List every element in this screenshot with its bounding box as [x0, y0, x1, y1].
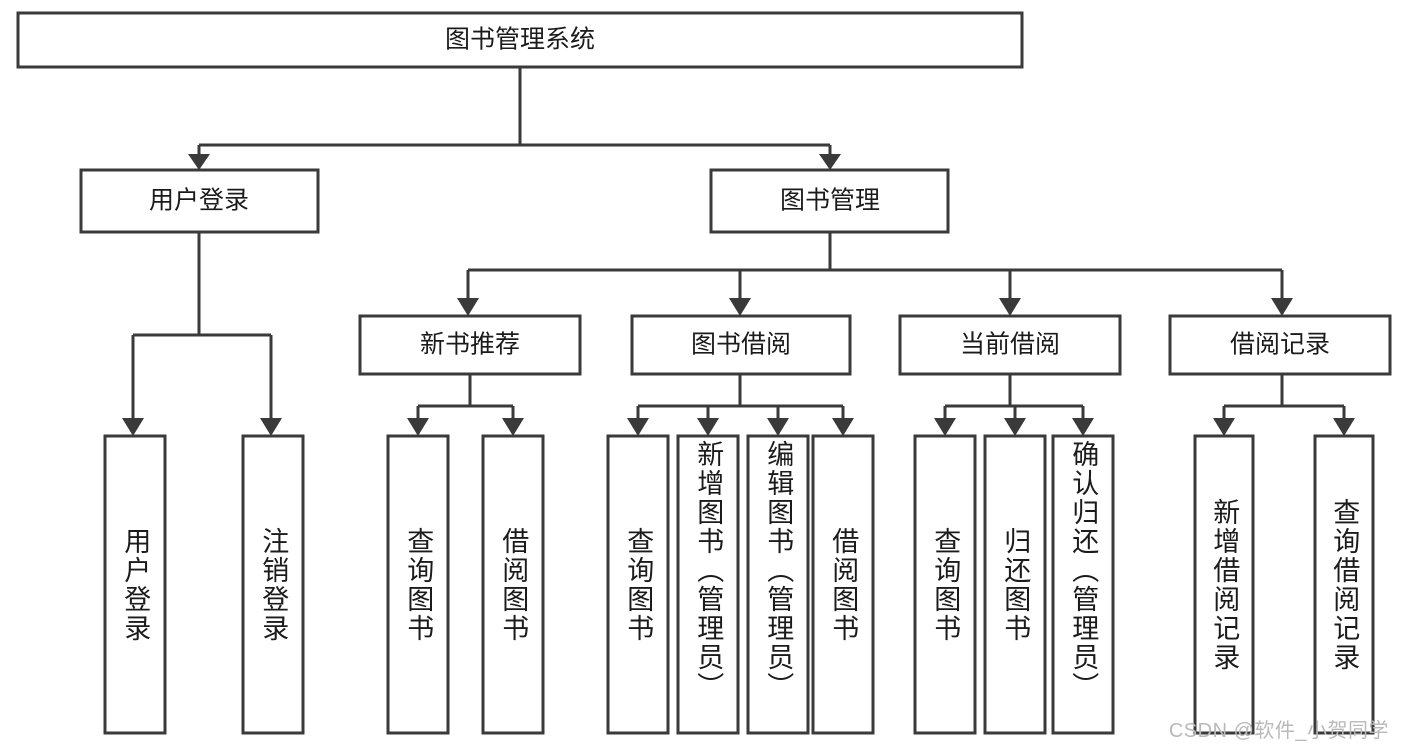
arrowhead-user-login-leaf2	[260, 418, 282, 436]
node-borrow-record-label: 借阅记录	[1230, 331, 1330, 359]
leaf-box-query-book-current[interactable]	[913, 434, 977, 735]
node-current-borrow[interactable]: 当前借阅	[898, 314, 1122, 376]
leaf-box-user-login[interactable]	[103, 434, 167, 735]
arrowhead-borrow-book	[729, 298, 751, 316]
node-current-borrow-box[interactable]	[898, 314, 1122, 376]
node-new-book-recommend-box[interactable]	[358, 314, 582, 376]
leaf-box-borrow-book[interactable]	[811, 434, 875, 735]
csdn-watermark: CSDN @软件_小贺同学	[1168, 720, 1389, 742]
node-borrow-record[interactable]: 借阅记录	[1168, 314, 1392, 376]
leaf-box-query-book-borrow[interactable]	[606, 434, 670, 735]
arrowhead-new-book	[457, 298, 479, 316]
node-root[interactable]: 图书管理系统	[16, 11, 1024, 69]
leaf-box-add-borrow-record[interactable]	[1193, 434, 1255, 735]
arrowhead-user-login	[188, 154, 210, 170]
arrowhead-borrow-record-leaf2	[1333, 418, 1355, 436]
node-root-box[interactable]	[16, 11, 1024, 69]
node-book-borrow-box[interactable]	[630, 314, 852, 376]
arrowhead-current-borrow-leaf1	[934, 418, 956, 436]
leaf-box-query-book-new[interactable]	[386, 434, 450, 735]
arrowhead-current-borrow-leaf3	[1072, 418, 1094, 436]
leaf-box-return-book[interactable]	[983, 434, 1047, 735]
arrowhead-borrow-book-leaf3	[767, 418, 789, 436]
node-user-login[interactable]: 用户登录	[79, 168, 320, 234]
node-book-management[interactable]: 图书管理	[709, 168, 950, 234]
leaf-box-edit-book-admin[interactable]	[746, 434, 810, 735]
arrowhead-borrow-book-leaf4	[832, 418, 854, 436]
node-borrow-record-box[interactable]	[1168, 314, 1392, 376]
arrowhead-current-borrow	[999, 298, 1021, 316]
node-current-borrow-label: 当前借阅	[960, 331, 1060, 359]
arrowhead-borrow-record	[1271, 298, 1293, 316]
node-book-borrow-label: 图书借阅	[691, 331, 791, 359]
node-book-management-box[interactable]	[709, 168, 950, 234]
node-book-borrow[interactable]: 图书借阅	[630, 314, 852, 376]
node-new-book-recommend-label: 新书推荐	[420, 331, 520, 359]
leaf-box-query-borrow-record[interactable]	[1313, 434, 1375, 735]
node-book-management-label: 图书管理	[780, 187, 880, 215]
arrowhead-borrow-book-leaf2	[697, 418, 719, 436]
arrowhead-new-book-leaf2	[502, 418, 524, 436]
leaf-box-logout[interactable]	[241, 434, 305, 735]
node-root-label: 图书管理系统	[445, 26, 595, 54]
leaf-box-add-book-admin[interactable]	[676, 434, 740, 735]
arrowhead-new-book-leaf1	[407, 418, 429, 436]
arrowhead-borrow-book-leaf1	[627, 418, 649, 436]
arrowhead-book-mgmt	[819, 154, 841, 170]
node-user-login-label: 用户登录	[149, 187, 249, 215]
node-new-book-recommend[interactable]: 新书推荐	[358, 314, 582, 376]
node-user-login-box[interactable]	[79, 168, 320, 234]
connector-layer	[122, 67, 1355, 436]
leaf-box-confirm-return-admin[interactable]	[1051, 434, 1115, 735]
arrowhead-borrow-record-leaf1	[1213, 418, 1235, 436]
leaf-box-borrow-book-new[interactable]	[481, 434, 545, 735]
arrowhead-current-borrow-leaf2	[1004, 418, 1026, 436]
leaf-box-layer	[103, 434, 1375, 735]
arrowhead-user-login-leaf1	[122, 418, 144, 436]
